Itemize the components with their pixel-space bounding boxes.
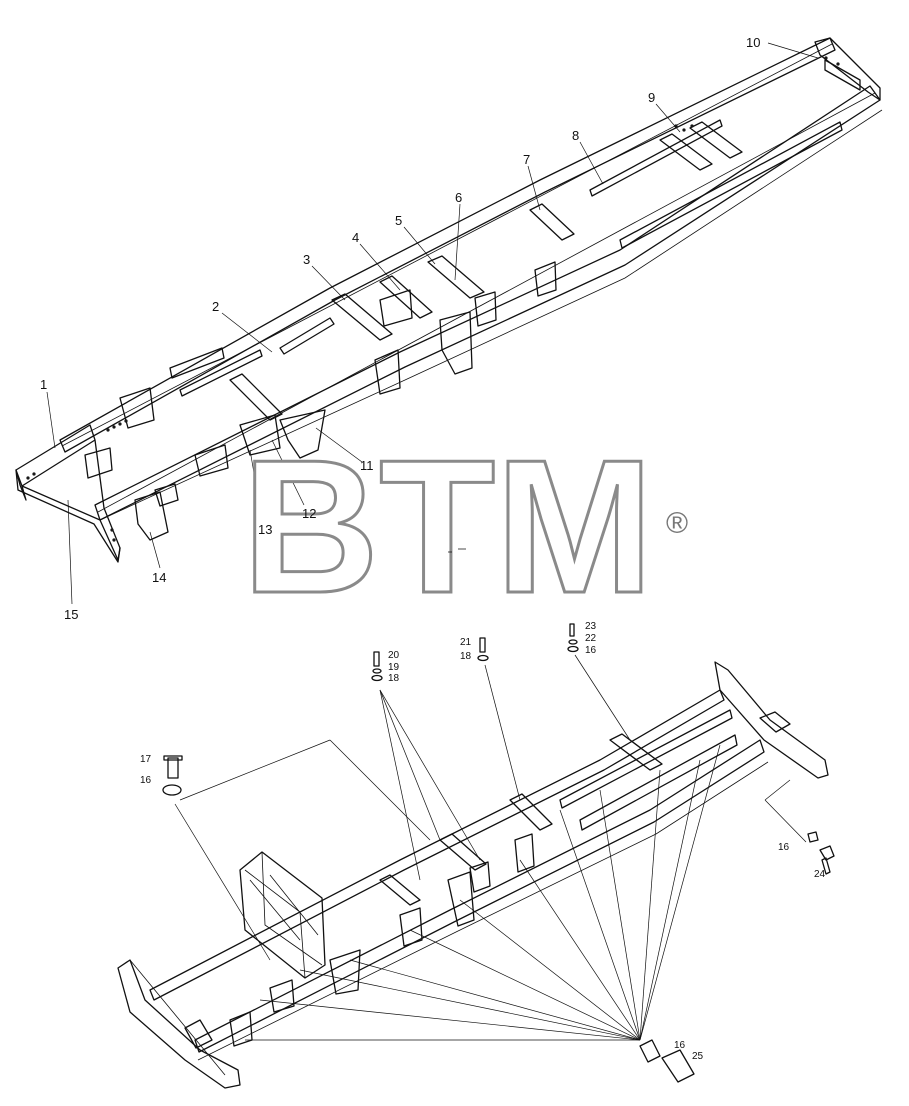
lower-left-rail	[149, 689, 725, 1001]
callout-16-d: 16	[674, 1040, 686, 1051]
callout-12: 12	[302, 506, 316, 521]
callout-17: 17	[140, 754, 152, 765]
callout-23: 23	[585, 621, 597, 632]
callout-3: 3	[303, 252, 310, 267]
callout-14: 14	[152, 570, 166, 585]
spring-bracket-front	[134, 491, 169, 541]
crossmember-5	[427, 255, 485, 299]
watermark-logo: BTM	[242, 421, 654, 633]
callout-15: 15	[64, 607, 78, 622]
bolt-24	[819, 845, 835, 875]
left-side-rail	[59, 37, 836, 453]
callout-16-a: 16	[140, 775, 152, 786]
callout-2: 2	[212, 299, 219, 314]
bracket-11	[279, 409, 326, 459]
callout-6: 6	[455, 190, 462, 205]
reinforcement-8	[589, 119, 723, 197]
stray-mark	[448, 548, 466, 553]
callout-5: 5	[395, 213, 402, 228]
callout-9: 9	[648, 90, 655, 105]
callout-16-b: 16	[585, 645, 597, 656]
callout-4: 4	[352, 230, 359, 245]
bolt-25	[661, 1049, 695, 1083]
callout-21: 21	[460, 637, 472, 648]
callout-1: 1	[40, 377, 47, 392]
crossmember-2	[229, 373, 283, 421]
bottom-callout-labels: 17 16 20 19 18 21 18 23 22 16 16 24 16 2…	[140, 621, 826, 1062]
bolt-20	[373, 651, 380, 667]
callout-16-c: 16	[778, 842, 790, 853]
callout-7: 7	[523, 152, 530, 167]
bottom-frame-assembly	[117, 623, 835, 1089]
lower-right-rail	[194, 739, 765, 1053]
nut-16d	[639, 1039, 661, 1063]
callout-22: 22	[585, 633, 597, 644]
callout-11: 11	[360, 458, 374, 473]
front-bumper-lower	[117, 959, 241, 1089]
callout-18-a: 18	[388, 673, 400, 684]
rear-crossmember	[814, 37, 881, 101]
bracket-6	[439, 311, 473, 375]
top-callout-labels: 1 2 3 4 5 6 7 8 9 10 11 12 13 14 15	[40, 35, 760, 622]
watermark-registered-mark: ®	[666, 507, 688, 540]
callout-8: 8	[572, 128, 579, 143]
callout-24: 24	[814, 869, 826, 880]
callout-10: 10	[746, 35, 760, 50]
callout-19: 19	[388, 662, 400, 673]
nut-16c	[807, 831, 819, 843]
crossmember-4	[379, 275, 433, 319]
front-bumper-face	[15, 469, 121, 563]
top-frame-assembly	[15, 37, 883, 605]
crossmember-7	[529, 203, 575, 241]
washer-16a	[162, 784, 182, 796]
crossmember-9	[659, 133, 713, 171]
bolt-21	[479, 637, 486, 653]
cab-support-frame	[239, 851, 326, 979]
callout-18-b: 18	[460, 651, 472, 662]
rear-extension	[714, 661, 829, 779]
callout-20: 20	[388, 650, 400, 661]
bolt-17	[167, 757, 179, 779]
callout-25: 25	[692, 1051, 704, 1062]
callout-13: 13	[258, 522, 272, 537]
bolt-23	[569, 623, 575, 637]
